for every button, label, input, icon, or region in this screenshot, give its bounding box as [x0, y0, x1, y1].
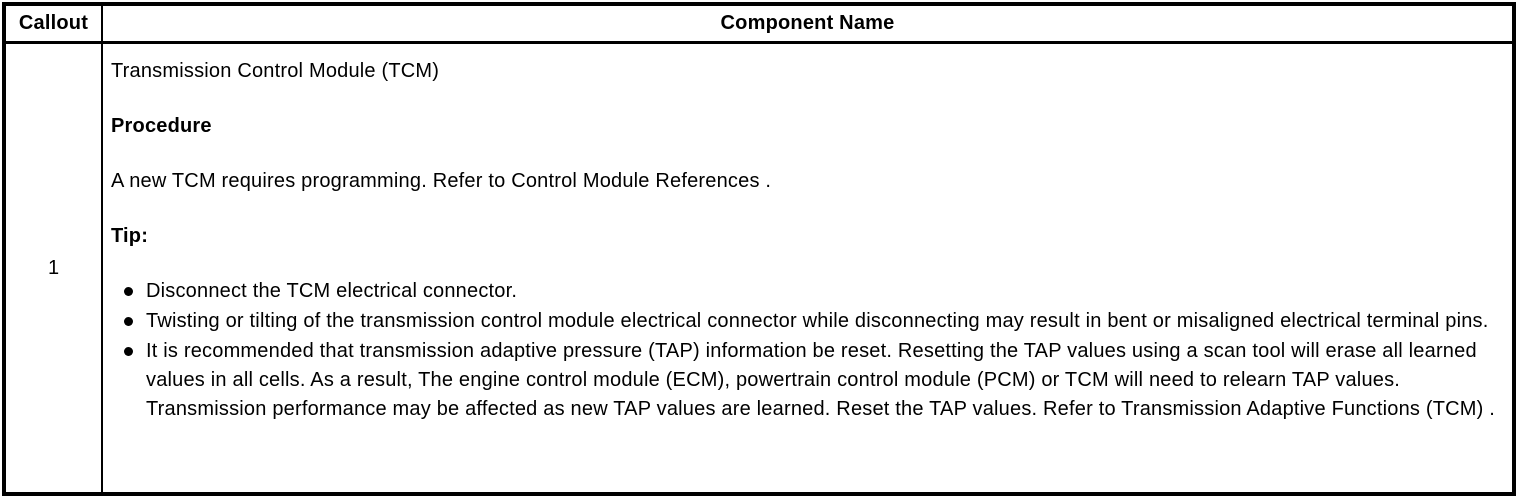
table-header-row: Callout Component Name	[6, 6, 1512, 44]
tip-text: It is recommended that transmission adap…	[146, 340, 1496, 420]
tip-list: Disconnect the TCM electrical connector.…	[111, 277, 1500, 424]
bullet-icon	[124, 317, 133, 326]
bullet-icon	[124, 347, 133, 356]
callout-header-cell: Callout	[6, 6, 103, 41]
component-table: Callout Component Name 1 Transmission Co…	[2, 2, 1516, 496]
component-name-header-label: Component Name	[720, 12, 895, 34]
component-name-header-cell: Component Name	[103, 6, 1512, 41]
bullet-icon	[124, 287, 133, 296]
tip-item: Twisting or tilting of the transmission …	[111, 307, 1500, 336]
tip-item: It is recommended that transmission adap…	[111, 337, 1500, 424]
procedure-text: A new TCM requires programming. Refer to…	[111, 170, 772, 192]
table-row: 1 Transmission Control Module (TCM) Proc…	[6, 44, 1512, 492]
component-title: Transmission Control Module (TCM)	[111, 60, 440, 82]
component-cell: Transmission Control Module (TCM) Proced…	[103, 44, 1512, 492]
tip-heading: Tip:	[111, 225, 149, 247]
callout-cell: 1	[6, 44, 103, 492]
tip-text: Disconnect the TCM electrical connector.	[146, 280, 518, 302]
tip-text: Twisting or tilting of the transmission …	[146, 310, 1489, 332]
procedure-heading: Procedure	[111, 115, 212, 137]
callout-number: 1	[47, 256, 60, 279]
callout-header-label: Callout	[18, 12, 89, 34]
tip-item: Disconnect the TCM electrical connector.	[111, 277, 1500, 306]
